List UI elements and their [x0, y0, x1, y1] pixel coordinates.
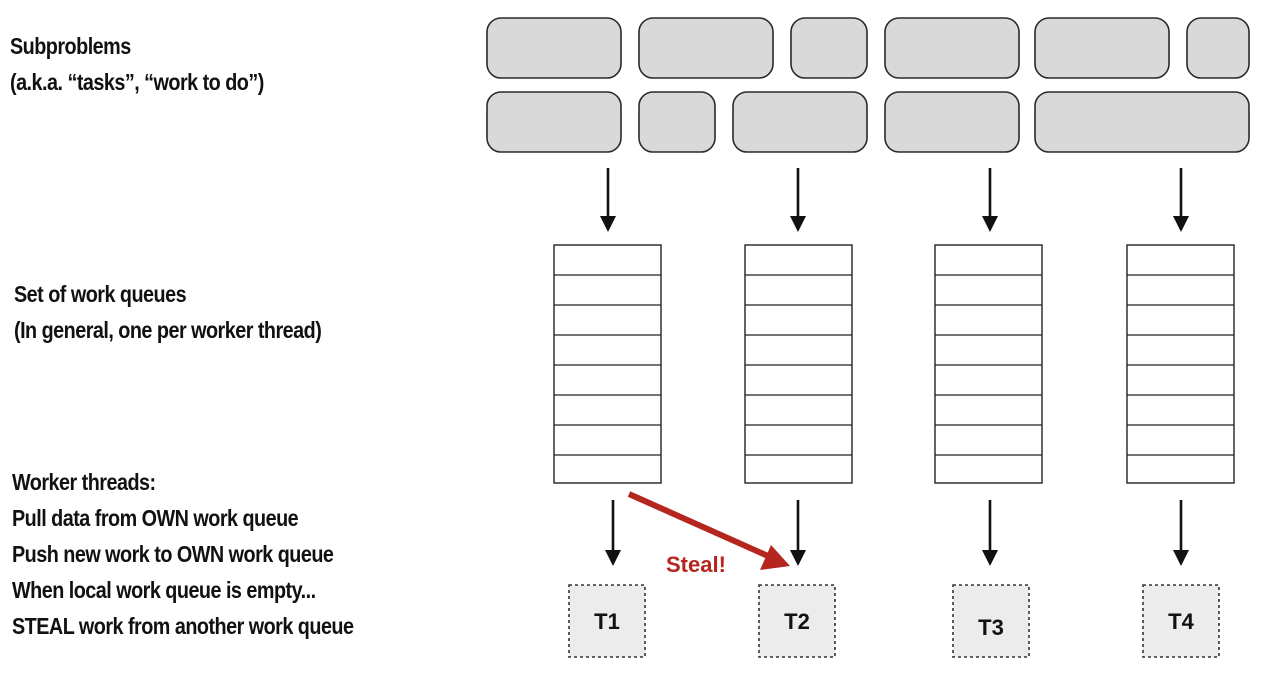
subproblems-subtitle: (a.k.a. “tasks”, “work to do”) — [10, 69, 264, 95]
thread-box — [568, 584, 646, 658]
queue-frame — [744, 244, 853, 484]
task-block — [638, 91, 716, 153]
task-block — [884, 17, 1020, 79]
task-row-2 — [486, 91, 1250, 153]
down-arrow — [1173, 500, 1189, 566]
task-block — [1034, 91, 1250, 153]
queues-to-threads-arrows — [605, 500, 1189, 566]
subproblems-label: Subproblems (a.k.a. “tasks”, “work to do… — [10, 28, 264, 100]
worker-line-2: Pull data from OWN work queue — [12, 505, 299, 531]
steal-arrow — [627, 491, 790, 570]
task-block — [732, 91, 868, 153]
down-arrow — [790, 168, 806, 232]
subproblems-title: Subproblems — [10, 33, 131, 59]
down-arrow — [605, 500, 621, 566]
task-block — [486, 91, 622, 153]
thread-box — [1142, 584, 1220, 658]
work-queues-label: Set of work queues (In general, one per … — [14, 276, 322, 348]
task-block — [638, 17, 774, 79]
thread-label: T2 — [784, 609, 810, 634]
thread-box — [952, 584, 1030, 658]
worker-line-5: STEAL work from another work queue — [12, 613, 354, 639]
thread-label: T3 — [978, 615, 1004, 640]
task-row-1 — [486, 17, 1250, 79]
worker-thread: T4 — [1142, 584, 1220, 658]
task-block — [1186, 17, 1250, 79]
work-queue — [934, 244, 1043, 484]
down-arrow — [790, 500, 806, 566]
work-queue — [744, 244, 853, 484]
worker-line-3: Push new work to OWN work queue — [12, 541, 334, 567]
task-block — [1034, 17, 1170, 79]
work-queues-subtitle: (In general, one per worker thread) — [14, 317, 322, 343]
worker-thread: T3 — [952, 584, 1030, 658]
work-queue — [1126, 244, 1235, 484]
thread-label: T1 — [594, 609, 620, 634]
worker-line-1: Worker threads: — [12, 469, 156, 495]
task-block — [790, 17, 868, 79]
task-block — [884, 91, 1020, 153]
work-queue — [553, 244, 662, 484]
worker-line-4: When local work queue is empty... — [12, 577, 316, 603]
down-arrow — [982, 500, 998, 566]
queue-frame — [553, 244, 662, 484]
queue-frame — [934, 244, 1043, 484]
worker-threads-label: Worker threads: Pull data from OWN work … — [12, 464, 354, 644]
thread-box — [758, 584, 836, 658]
thread-label: T4 — [1168, 609, 1194, 634]
task-block — [486, 17, 622, 79]
down-arrow — [982, 168, 998, 232]
worker-thread: T1 — [568, 584, 646, 658]
down-arrow — [600, 168, 616, 232]
work-queues-title: Set of work queues — [14, 281, 187, 307]
down-arrow — [1173, 168, 1189, 232]
steal-label: Steal! — [666, 552, 726, 577]
queue-frame — [1126, 244, 1235, 484]
worker-thread: T2 — [758, 584, 836, 658]
tasks-to-queues-arrows — [600, 168, 1189, 232]
